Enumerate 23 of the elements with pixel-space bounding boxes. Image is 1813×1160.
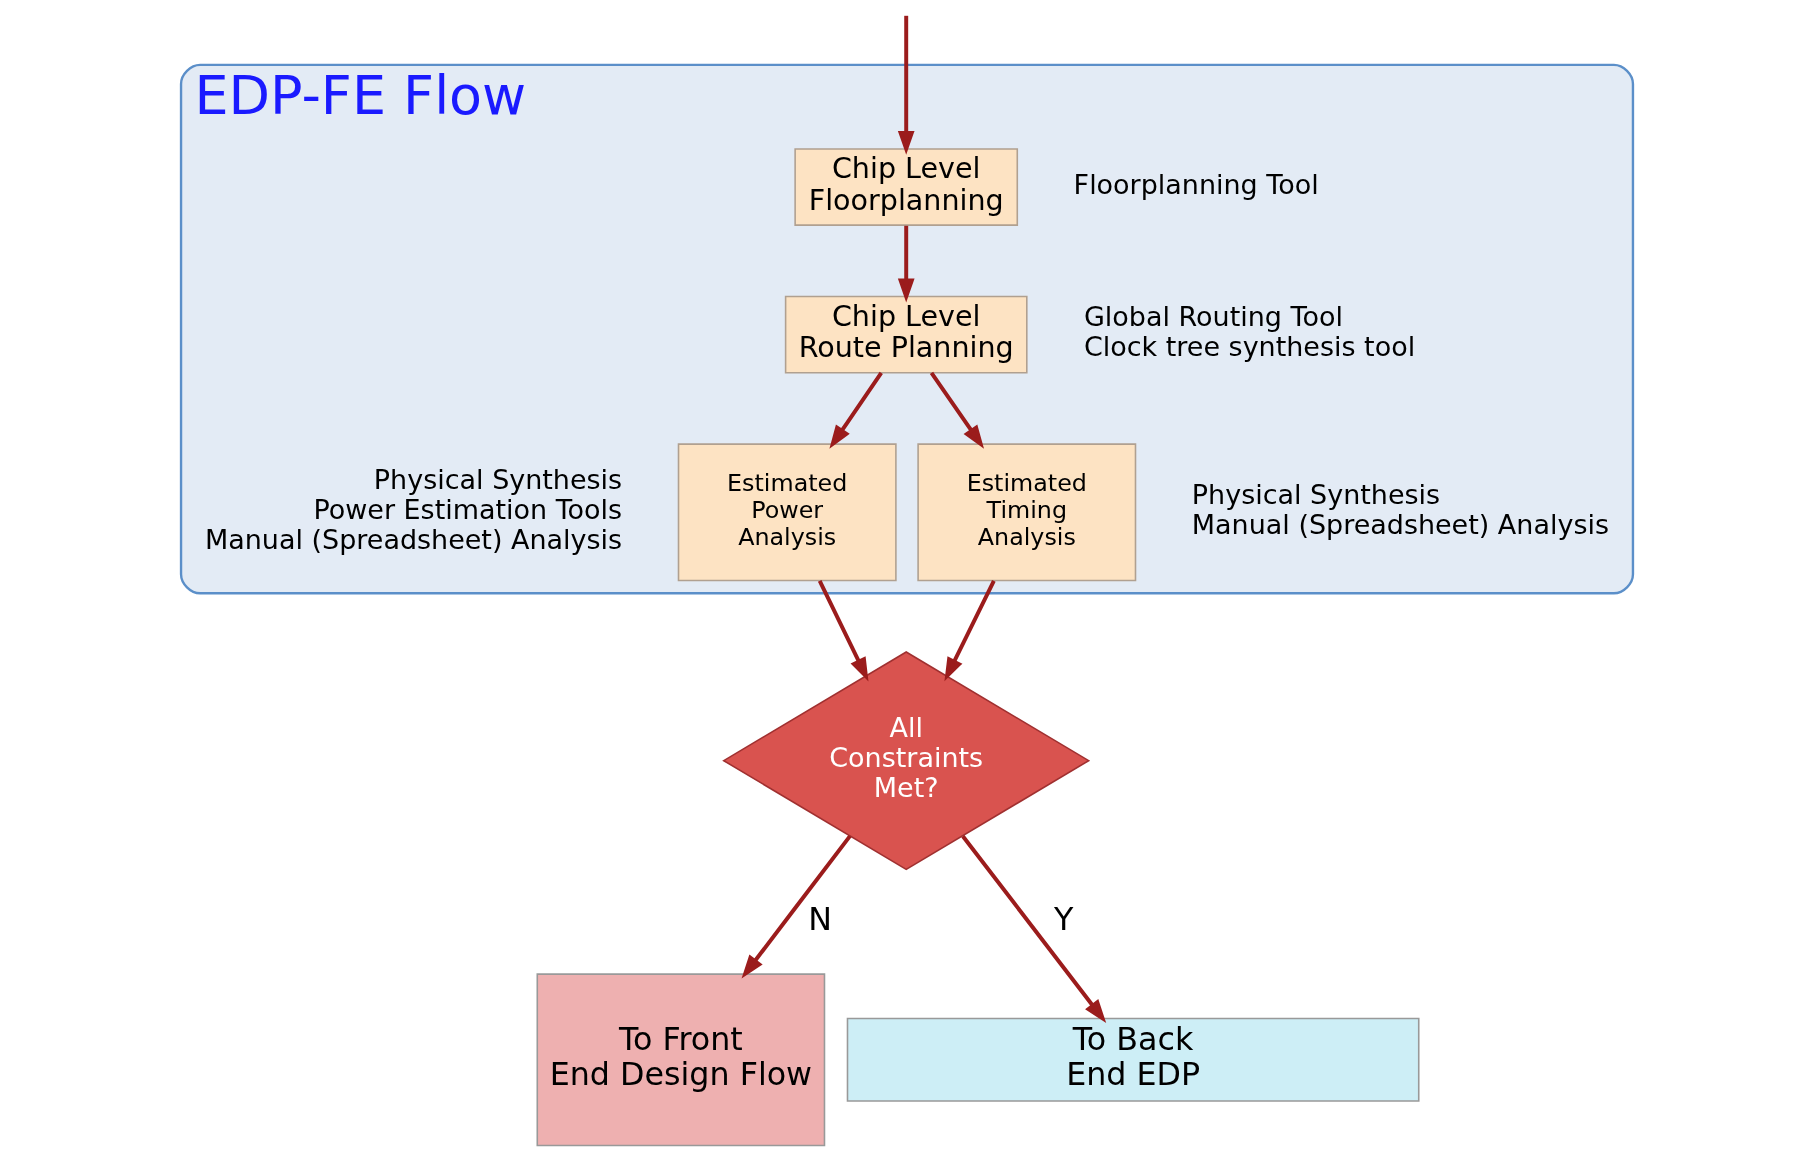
- arrow: [897, 225, 915, 303]
- node-box: Estimated Power Analysis: [677, 443, 897, 582]
- arrow: [943, 580, 996, 682]
- node-label: Physical Synthesis: [373, 463, 622, 495]
- arrow: [929, 371, 984, 449]
- arrow: [960, 834, 1106, 1024]
- node-label: Clock tree synthesis tool: [1083, 331, 1415, 363]
- arrow: [828, 371, 883, 449]
- edge-label: N: [807, 900, 832, 937]
- node-diamond: All Constraints Met?: [721, 651, 1090, 871]
- arrow: [741, 834, 851, 979]
- node-label: Floorplanning Tool: [1073, 168, 1319, 200]
- node-box: To Back End EDP: [846, 1017, 1420, 1102]
- node-label: Physical Synthesis: [1191, 478, 1440, 510]
- node-label: Global Routing Tool: [1083, 301, 1343, 333]
- node-box: Chip Level Floorplanning: [793, 148, 1018, 226]
- node-label: Manual (Spreadsheet) Analysis: [204, 523, 622, 555]
- node-box: Estimated Timing Analysis: [916, 443, 1136, 582]
- node-box: To Front End Design Flow: [536, 973, 825, 1147]
- arrow: [817, 580, 868, 682]
- arrow: [897, 15, 915, 155]
- edge-label: Y: [1053, 900, 1074, 937]
- node-box: Chip Level Route Planning: [784, 295, 1028, 374]
